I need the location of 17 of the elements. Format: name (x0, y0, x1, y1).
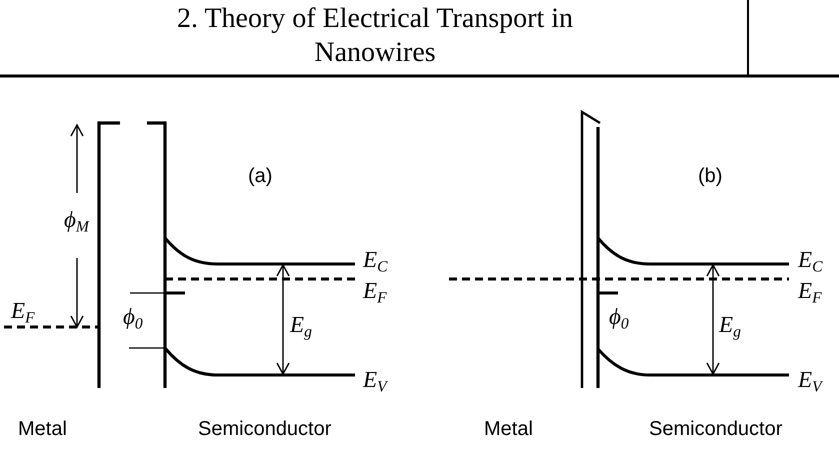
work-function-label: ϕ$_{M}$ (64, 208, 89, 231)
fermi-level-label: E$_{F}$ (11, 299, 35, 322)
conduction-band-label: E$_{C}$ (363, 248, 388, 271)
material-label: Semiconductor (198, 419, 332, 439)
panel-label: (a) (248, 166, 272, 186)
panel-label: (b) (698, 166, 722, 186)
fermi-level-label: E$_{F}$ (363, 279, 387, 302)
valence-band-label: E$_{V}$ (798, 368, 822, 391)
conduction-band-label: E$_{C}$ (798, 248, 822, 271)
material-label: Metal (484, 419, 533, 439)
barrier-height-label: ϕ$_{0}$ (123, 305, 143, 328)
barrier-height-label: ϕ$_{0}$ (609, 305, 629, 328)
valence-band-label: E$_{V}$ (363, 368, 387, 391)
material-label: Semiconductor (649, 419, 782, 439)
material-label: Metal (18, 419, 67, 439)
page-title: 2. Theory of Electrical Transport in Nanowires (176, 2, 574, 70)
fermi-level-label: E$_{F}$ (798, 279, 822, 302)
